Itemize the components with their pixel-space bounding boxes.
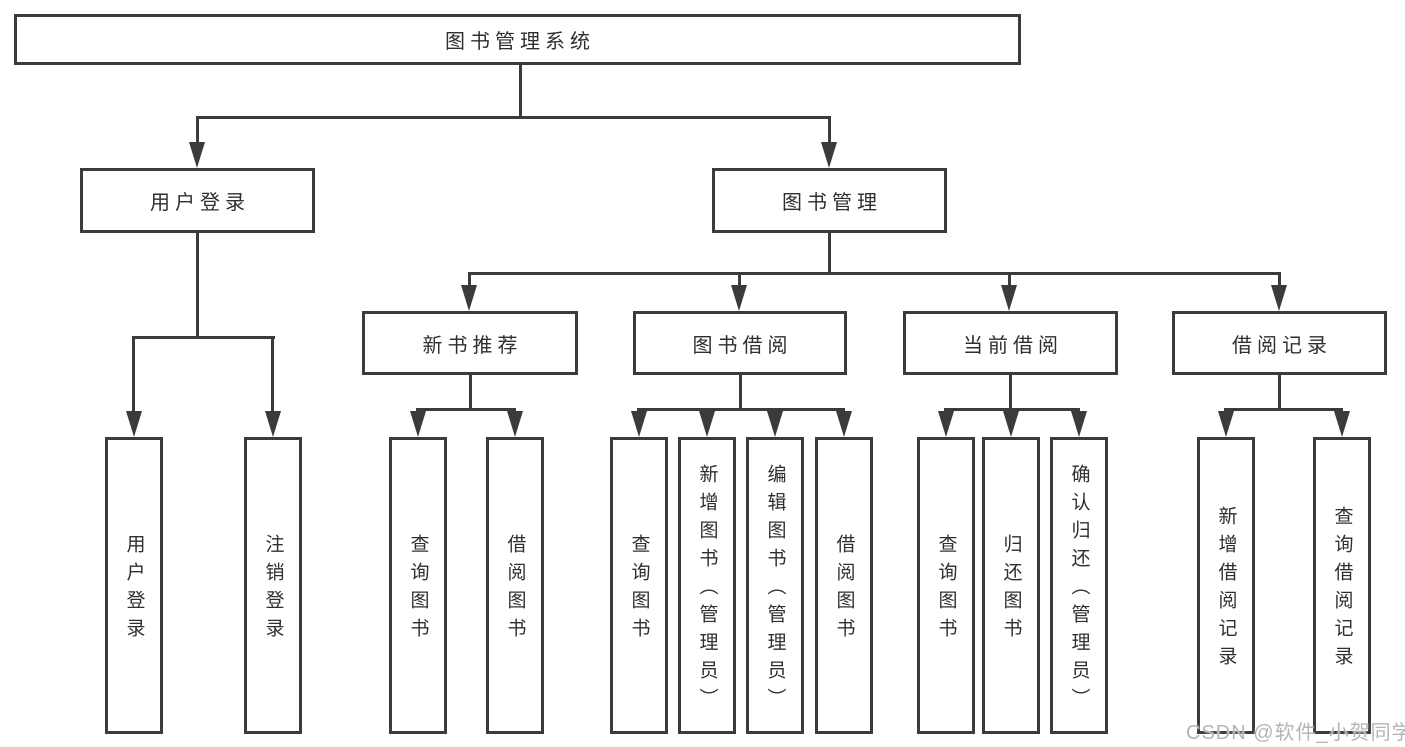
arrowhead — [1271, 285, 1287, 311]
connector-line — [637, 408, 844, 411]
leaf-borrow-book-1: 借阅图书 — [486, 437, 544, 734]
connector-line — [196, 116, 830, 119]
leaf-logout-label: 注销登录 — [262, 534, 284, 646]
node-book-borrow-label: 图书借阅 — [692, 334, 793, 357]
arrowhead — [461, 285, 477, 311]
connector-line — [1224, 408, 1342, 411]
leaf-logout: 注销登录 — [244, 437, 302, 734]
arrowhead — [507, 411, 523, 437]
leaf-confirm-return-admin: 确认归还（管理员） — [1050, 437, 1108, 734]
connector-line — [468, 272, 1280, 275]
leaf-query-book-3-label: 查询图书 — [935, 534, 957, 646]
arrowhead — [699, 411, 715, 437]
arrowhead — [821, 142, 837, 168]
node-book-management: 图书管理 — [712, 168, 947, 233]
node-book-management-label: 图书管理 — [782, 192, 882, 214]
arrowhead — [631, 411, 647, 437]
leaf-add-borrow-record: 新增借阅记录 — [1197, 437, 1255, 734]
node-user-login: 用户登录 — [80, 168, 315, 233]
connector-line — [1008, 272, 1011, 288]
node-new-book-recommend-label: 新书推荐 — [422, 334, 523, 357]
connector-line — [828, 116, 831, 146]
connector-line — [739, 375, 742, 408]
connector-line — [738, 272, 741, 288]
node-current-borrow: 当前借阅 — [903, 311, 1118, 375]
connector-line — [1278, 375, 1281, 408]
node-new-book-recommend: 新书推荐 — [362, 311, 578, 375]
arrowhead — [1003, 411, 1019, 437]
leaf-borrow-book-2-label: 借阅图书 — [833, 534, 855, 646]
arrowhead — [1071, 411, 1087, 437]
csdn-watermark: CSDN @软件_小贺同学 — [1186, 722, 1405, 744]
leaf-user-login-label: 用户登录 — [123, 534, 145, 646]
leaf-return-book-label: 归还图书 — [1000, 534, 1022, 646]
arrowhead — [189, 142, 205, 168]
leaf-borrow-book-2: 借阅图书 — [815, 437, 873, 734]
leaf-add-book-admin: 新增图书（管理员） — [678, 437, 736, 734]
leaf-query-book-3: 查询图书 — [917, 437, 975, 734]
arrowhead — [410, 411, 426, 437]
leaf-query-book-2-label: 查询图书 — [628, 534, 650, 646]
node-root-label: 图书管理系统 — [445, 31, 595, 53]
node-user-login-label: 用户登录 — [150, 192, 250, 214]
arrowhead — [1001, 285, 1017, 311]
connector-line — [196, 233, 199, 336]
leaf-query-borrow-record-label: 查询借阅记录 — [1331, 506, 1353, 674]
leaf-return-book: 归还图书 — [982, 437, 1040, 734]
arrowhead — [938, 411, 954, 437]
arrowhead — [126, 411, 142, 437]
leaf-confirm-return-admin-label: 确认归还（管理员） — [1068, 464, 1090, 716]
connector-line — [519, 65, 522, 116]
leaf-query-book-1-label: 查询图书 — [407, 534, 429, 646]
arrowhead — [767, 411, 783, 437]
leaf-add-borrow-record-label: 新增借阅记录 — [1215, 506, 1237, 674]
leaf-edit-book-admin: 编辑图书（管理员） — [746, 437, 804, 734]
leaf-borrow-book-1-label: 借阅图书 — [504, 534, 526, 646]
leaf-query-book-2: 查询图书 — [610, 437, 668, 734]
node-borrow-record: 借阅记录 — [1172, 311, 1387, 375]
connector-line — [1009, 375, 1012, 408]
node-current-borrow-label: 当前借阅 — [963, 334, 1063, 357]
connector-line — [417, 408, 515, 411]
leaf-edit-book-admin-label: 编辑图书（管理员） — [764, 464, 786, 716]
connector-line — [1278, 272, 1281, 288]
node-book-borrow: 图书借阅 — [633, 311, 847, 375]
arrowhead — [265, 411, 281, 437]
connector-line — [468, 272, 471, 288]
connector-line — [469, 375, 472, 408]
connector-line — [132, 336, 275, 339]
arrowhead — [836, 411, 852, 437]
node-root: 图书管理系统 — [14, 14, 1021, 65]
connector-line — [196, 116, 199, 146]
arrowhead — [731, 285, 747, 311]
connector-line — [828, 233, 831, 272]
arrowhead — [1334, 411, 1350, 437]
connector-line — [132, 336, 135, 414]
leaf-user-login: 用户登录 — [105, 437, 163, 734]
arrowhead — [1218, 411, 1234, 437]
leaf-add-book-admin-label: 新增图书（管理员） — [696, 464, 718, 716]
node-borrow-record-label: 借阅记录 — [1232, 334, 1332, 357]
leaf-query-borrow-record: 查询借阅记录 — [1313, 437, 1371, 734]
leaf-query-book-1: 查询图书 — [389, 437, 447, 734]
connector-line — [271, 336, 274, 414]
